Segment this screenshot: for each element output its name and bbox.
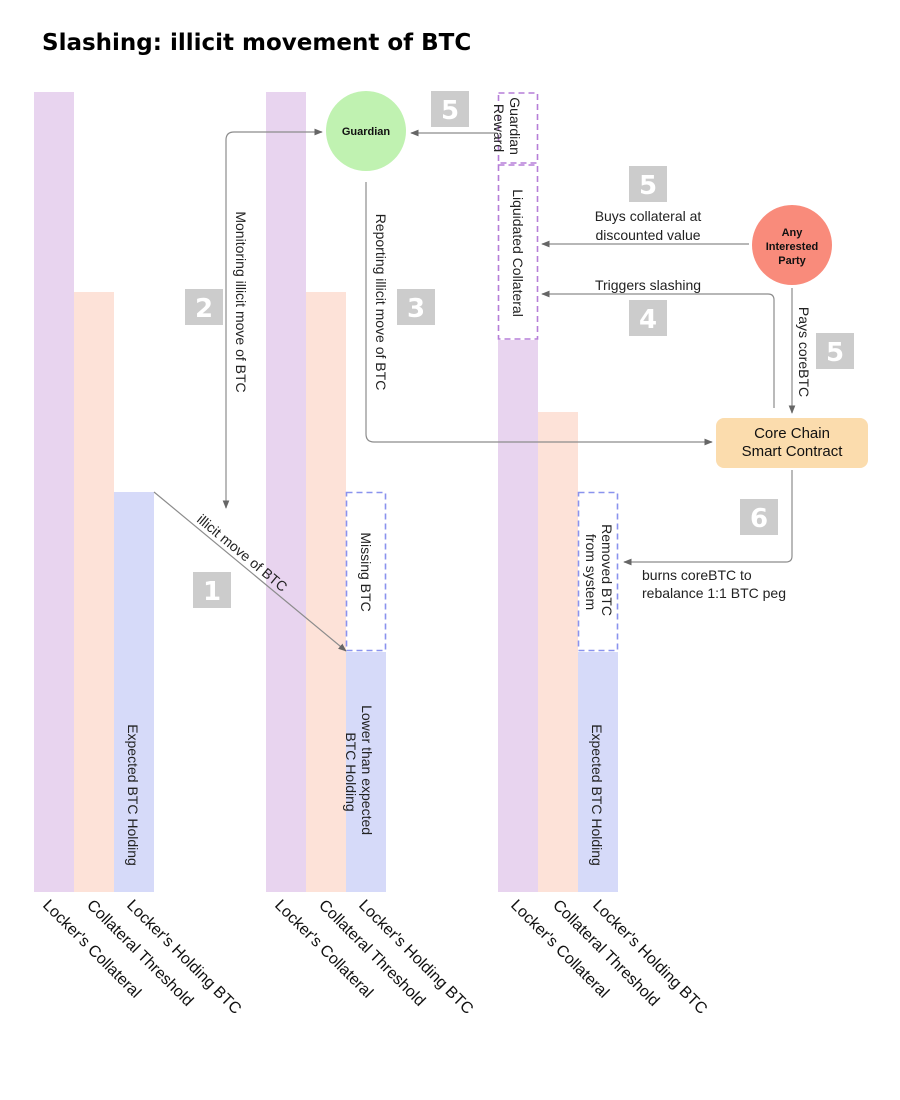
connectors xyxy=(153,128,796,652)
step-badge-5b: 5 xyxy=(629,166,667,202)
step-badge-5a: 5 xyxy=(431,91,469,127)
monitoring-arrow xyxy=(222,128,323,509)
holding-bar-1 xyxy=(114,492,154,892)
removed-btc-box xyxy=(577,491,619,652)
guardian-reward-line-2: Reward xyxy=(491,104,507,152)
step-6-text: 6 xyxy=(750,504,768,534)
step-badge-5c: 5 xyxy=(816,333,854,369)
missing-btc-label: Missing BTC xyxy=(358,532,374,611)
reporting-label: Reporting illicit move of BTC xyxy=(373,214,389,391)
step-3-text: 3 xyxy=(407,294,425,324)
bar-group-1: Expected BTC Holding xyxy=(34,92,154,892)
guardian-node: Guardian xyxy=(326,91,406,171)
missing-btc-box xyxy=(345,491,387,652)
buys-label-1: Buys collateral at xyxy=(595,208,702,224)
bar-group-3: Guardian Reward Liquidated Collateral Re… xyxy=(491,92,619,892)
step-badge-6: 6 xyxy=(740,499,778,535)
step-1-text: 1 xyxy=(203,577,221,607)
guardian-reward-line-1: Guardian xyxy=(507,97,523,155)
step-badge-2: 2 xyxy=(185,289,223,325)
interested-party-node: Any Interested Party xyxy=(752,205,832,285)
lower-than-expected-line-1: Lower than expected xyxy=(359,705,375,835)
removed-btc-line-2: from system xyxy=(583,534,599,610)
expected-holding-label-1: Expected BTC Holding xyxy=(125,724,141,866)
liquidated-collateral-label: Liquidated Collateral xyxy=(510,189,526,317)
holding-bar-2 xyxy=(346,652,386,892)
contract-line-2: Smart Contract xyxy=(742,443,844,460)
step-badge-3: 3 xyxy=(397,289,435,325)
expected-holding-label-3: Expected BTC Holding xyxy=(589,724,605,866)
step-2-text: 2 xyxy=(195,294,213,324)
pays-label: Pays coreBTC xyxy=(796,307,812,397)
contract-line-1: Core Chain xyxy=(754,425,830,442)
party-line-3: Party xyxy=(778,255,806,267)
collateral-bar-3 xyxy=(498,340,538,892)
step-5c-text: 5 xyxy=(826,338,844,368)
lower-than-expected-line-2: BTC Holding xyxy=(343,732,359,811)
smart-contract-node: Core Chain Smart Contract xyxy=(716,418,868,468)
illicit-move-arrow xyxy=(153,491,347,652)
removed-btc-line-1: Removed BTC xyxy=(599,524,615,616)
party-line-2: Interested xyxy=(766,241,819,253)
step-4-text: 4 xyxy=(639,305,657,335)
page-title: Slashing: illicit movement of BTC xyxy=(42,30,471,56)
guardian-reward-label: Guardian Reward xyxy=(491,97,523,158)
threshold-bar-2 xyxy=(306,292,346,892)
collateral-bar-1 xyxy=(34,92,74,892)
lower-than-expected-label: Lower than expected BTC Holding xyxy=(343,705,375,839)
bar-labels: Locker's Collateral Collateral Threshold… xyxy=(39,897,710,1018)
party-line-1: Any xyxy=(782,227,804,239)
threshold-bar-3 xyxy=(538,412,578,892)
step-5b-text: 5 xyxy=(639,171,657,201)
burns-label-2: rebalance 1:1 BTC peg xyxy=(642,585,786,601)
triggers-label: Triggers slashing xyxy=(595,277,701,293)
guardian-reward-box xyxy=(497,92,539,164)
buys-label-2: discounted value xyxy=(595,227,700,243)
removed-btc-label: Removed BTC from system xyxy=(583,524,615,620)
collateral-bar-2 xyxy=(266,92,306,892)
monitoring-label: Monitoring illicit move of BTC xyxy=(233,211,249,392)
burns-arrow xyxy=(623,470,793,566)
reporting-arrow xyxy=(365,182,713,446)
triggers-arrow xyxy=(541,290,775,408)
threshold-bar-1 xyxy=(74,292,114,892)
step-5a-text: 5 xyxy=(441,96,459,126)
step-badge-4: 4 xyxy=(629,300,667,336)
step-badge-1: 1 xyxy=(193,572,231,608)
guardian-label: Guardian xyxy=(342,126,391,138)
liquidated-collateral-box xyxy=(497,164,539,340)
holding-bar-3 xyxy=(578,652,618,892)
bar-group-2: Missing BTC Lower than expected BTC Hold… xyxy=(266,92,387,892)
burns-label-1: burns coreBTC to xyxy=(642,567,752,583)
